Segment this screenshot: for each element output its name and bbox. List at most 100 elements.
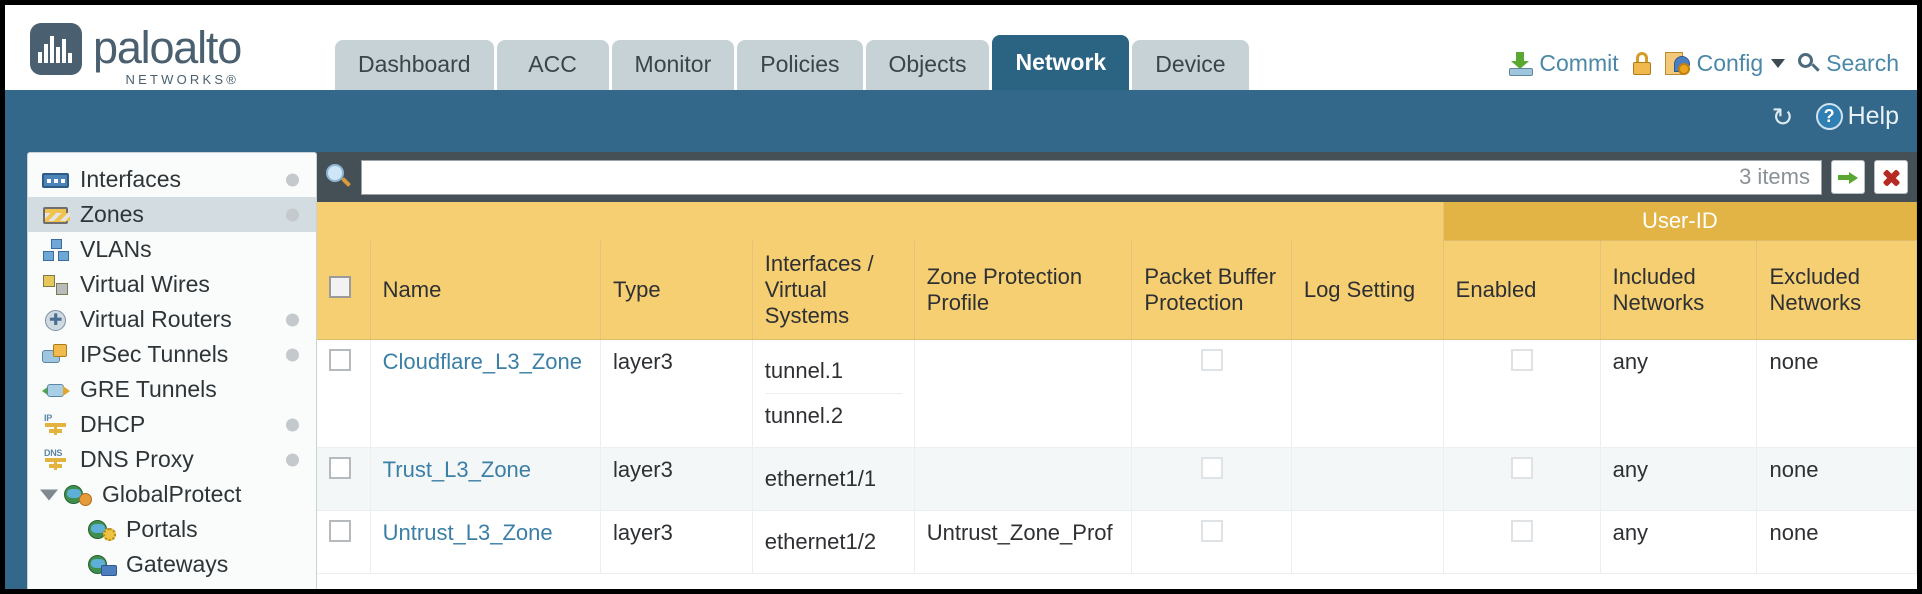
config-dropdown[interactable]: Config <box>1664 50 1786 77</box>
cell-packet-buffer-protection[interactable] <box>1131 510 1292 574</box>
sidebar-item-gre-tunnels[interactable]: GRE Tunnels <box>28 372 316 407</box>
sidebar-item-zones[interactable]: Zones <box>28 197 316 232</box>
packet-buffer-protection-checkbox[interactable] <box>1200 456 1223 479</box>
zone-name-link[interactable]: Trust_L3_Zone <box>382 456 532 482</box>
row-select-cell[interactable] <box>317 339 371 448</box>
tab-policies[interactable]: Policies <box>737 40 863 90</box>
select-all-checkbox[interactable] <box>329 275 351 298</box>
vlans-icon <box>42 238 70 262</box>
commit-button[interactable]: Commit <box>1509 50 1619 77</box>
zones-table-scroll[interactable]: User-ID Name Type Interfaces / Virtual S… <box>317 202 1917 589</box>
interface-entry: ethernet1/1 <box>764 465 877 491</box>
cell-excluded-networks: none <box>1756 339 1917 448</box>
userid-enabled-checkbox[interactable] <box>1510 348 1533 371</box>
sidebar-item-ipsec-tunnels[interactable]: IPSec Tunnels <box>28 337 316 372</box>
column-header-packet-buffer-protection[interactable]: Packet Buffer Protection <box>1131 240 1292 340</box>
sidebar-item-vlans[interactable]: VLANs <box>28 232 316 267</box>
table-row[interactable]: Trust_L3_Zone layer3 ethernet1/1 <box>317 447 1917 511</box>
column-header-zone-protection-profile[interactable]: Zone Protection Profile <box>914 240 1133 340</box>
cell-userid-enabled[interactable] <box>1443 447 1601 511</box>
sidebar-item-dns-proxy[interactable]: DNS DNS Proxy <box>28 442 316 477</box>
zone-name-link[interactable]: Cloudflare_L3_Zone <box>382 348 583 374</box>
zones-icon <box>42 203 70 227</box>
search-button[interactable]: Search <box>1798 50 1899 77</box>
sidebar-item-portals[interactable]: Portals <box>28 512 316 547</box>
cell-packet-buffer-protection[interactable] <box>1131 339 1292 448</box>
column-header-enabled[interactable]: Enabled <box>1443 240 1601 340</box>
help-icon: ? <box>1815 103 1843 130</box>
zone-name-link[interactable]: Untrust_L3_Zone <box>382 519 553 545</box>
network-sidebar: Interfaces Zones VLANs Virtual Wires <box>27 152 317 589</box>
tab-network[interactable]: Network <box>992 35 1130 90</box>
help-button[interactable]: ? Help <box>1815 102 1899 131</box>
dhcp-icon: IP <box>42 413 70 437</box>
cell-packet-buffer-protection[interactable] <box>1131 447 1292 511</box>
chevron-down-icon <box>1771 59 1786 68</box>
cell-userid-enabled[interactable] <box>1443 339 1601 448</box>
tab-monitor[interactable]: Monitor <box>611 40 735 90</box>
cell-included-networks: any <box>1600 339 1758 448</box>
sidebar-item-interfaces[interactable]: Interfaces <box>28 162 316 197</box>
cell-zone-protection-profile: Untrust_Zone_Prof <box>914 510 1133 574</box>
tab-objects[interactable]: Objects <box>865 40 990 90</box>
search-icon[interactable] <box>326 164 352 190</box>
table-row[interactable]: Cloudflare_L3_Zone layer3 tunnel.1 tunne… <box>317 339 1917 448</box>
column-header-excluded-networks[interactable]: Excluded Networks <box>1756 240 1917 340</box>
packet-buffer-protection-checkbox[interactable] <box>1200 348 1223 371</box>
clear-filter-button[interactable] <box>1874 160 1908 194</box>
cell-userid-enabled[interactable] <box>1443 510 1601 574</box>
column-header-name[interactable]: Name <box>370 240 601 340</box>
column-header-type[interactable]: Type <box>600 240 753 340</box>
sidebar-item-globalprotect[interactable]: GlobalProtect <box>28 477 316 512</box>
row-checkbox[interactable] <box>329 519 351 542</box>
apply-filter-button[interactable] <box>1831 160 1865 194</box>
zones-content-panel: 3 items <box>317 152 1917 589</box>
tab-device[interactable]: Device <box>1132 40 1249 90</box>
cell-name[interactable]: Cloudflare_L3_Zone <box>370 339 601 448</box>
sidebar-item-gateways[interactable]: Gateways <box>28 547 316 582</box>
top-navigation-bar: paloalto NETWORKS® Dashboard ACC Monitor… <box>5 5 1917 90</box>
sidebar-item-virtual-wires[interactable]: Virtual Wires <box>28 267 316 302</box>
cell-name[interactable]: Untrust_L3_Zone <box>370 510 601 574</box>
refresh-icon[interactable]: ↻ <box>1771 101 1794 132</box>
lock-icon[interactable] <box>1632 52 1652 75</box>
interface-entry: ethernet1/2 <box>764 528 877 554</box>
tab-acc[interactable]: ACC <box>496 40 609 90</box>
gateways-icon <box>88 553 117 577</box>
sidebar-item-dhcp[interactable]: IP DHCP <box>28 407 316 442</box>
row-checkbox[interactable] <box>329 348 351 371</box>
packet-buffer-protection-checkbox[interactable] <box>1200 519 1223 542</box>
expander-triangle-icon[interactable] <box>40 489 58 500</box>
cell-interfaces: tunnel.1 tunnel.2 <box>752 339 915 448</box>
sidebar-item-virtual-routers[interactable]: Virtual Routers <box>28 302 316 337</box>
cell-excluded-networks: none <box>1756 447 1917 511</box>
userid-enabled-checkbox[interactable] <box>1510 519 1533 542</box>
cell-zone-protection-profile <box>914 339 1133 448</box>
column-header-interfaces[interactable]: Interfaces / Virtual Systems <box>752 240 915 340</box>
paloalto-logo-icon <box>30 23 82 75</box>
tab-dashboard[interactable]: Dashboard <box>335 40 494 90</box>
row-select-cell[interactable] <box>317 447 371 511</box>
help-label: Help <box>1847 102 1899 130</box>
sidebar-item-label: GRE Tunnels <box>80 376 217 402</box>
secondary-toolbar: ↻ ? Help <box>5 90 1917 152</box>
column-header-log-setting[interactable]: Log Setting <box>1291 240 1444 340</box>
brand-subtitle: NETWORKS® <box>125 72 240 87</box>
row-select-cell[interactable] <box>317 510 371 574</box>
cell-zone-protection-profile <box>914 447 1133 511</box>
sidebar-item-label: Virtual Routers <box>80 306 232 332</box>
config-icon <box>1664 51 1691 76</box>
column-header-included-networks[interactable]: Included Networks <box>1600 240 1758 340</box>
select-all-header[interactable] <box>317 240 371 340</box>
globalprotect-icon <box>64 483 92 507</box>
filter-input[interactable] <box>361 159 1822 195</box>
table-row[interactable]: Untrust_L3_Zone layer3 ethernet1/2 Untru… <box>317 510 1917 574</box>
userid-enabled-checkbox[interactable] <box>1510 456 1533 479</box>
row-checkbox[interactable] <box>329 456 351 479</box>
sidebar-item-label: DNS Proxy <box>80 446 194 472</box>
virtual-wires-icon <box>42 273 70 297</box>
cell-included-networks: any <box>1600 447 1758 511</box>
table-group-header-row: User-ID <box>317 202 1917 241</box>
commit-icon <box>1509 51 1534 76</box>
cell-name[interactable]: Trust_L3_Zone <box>370 447 601 511</box>
